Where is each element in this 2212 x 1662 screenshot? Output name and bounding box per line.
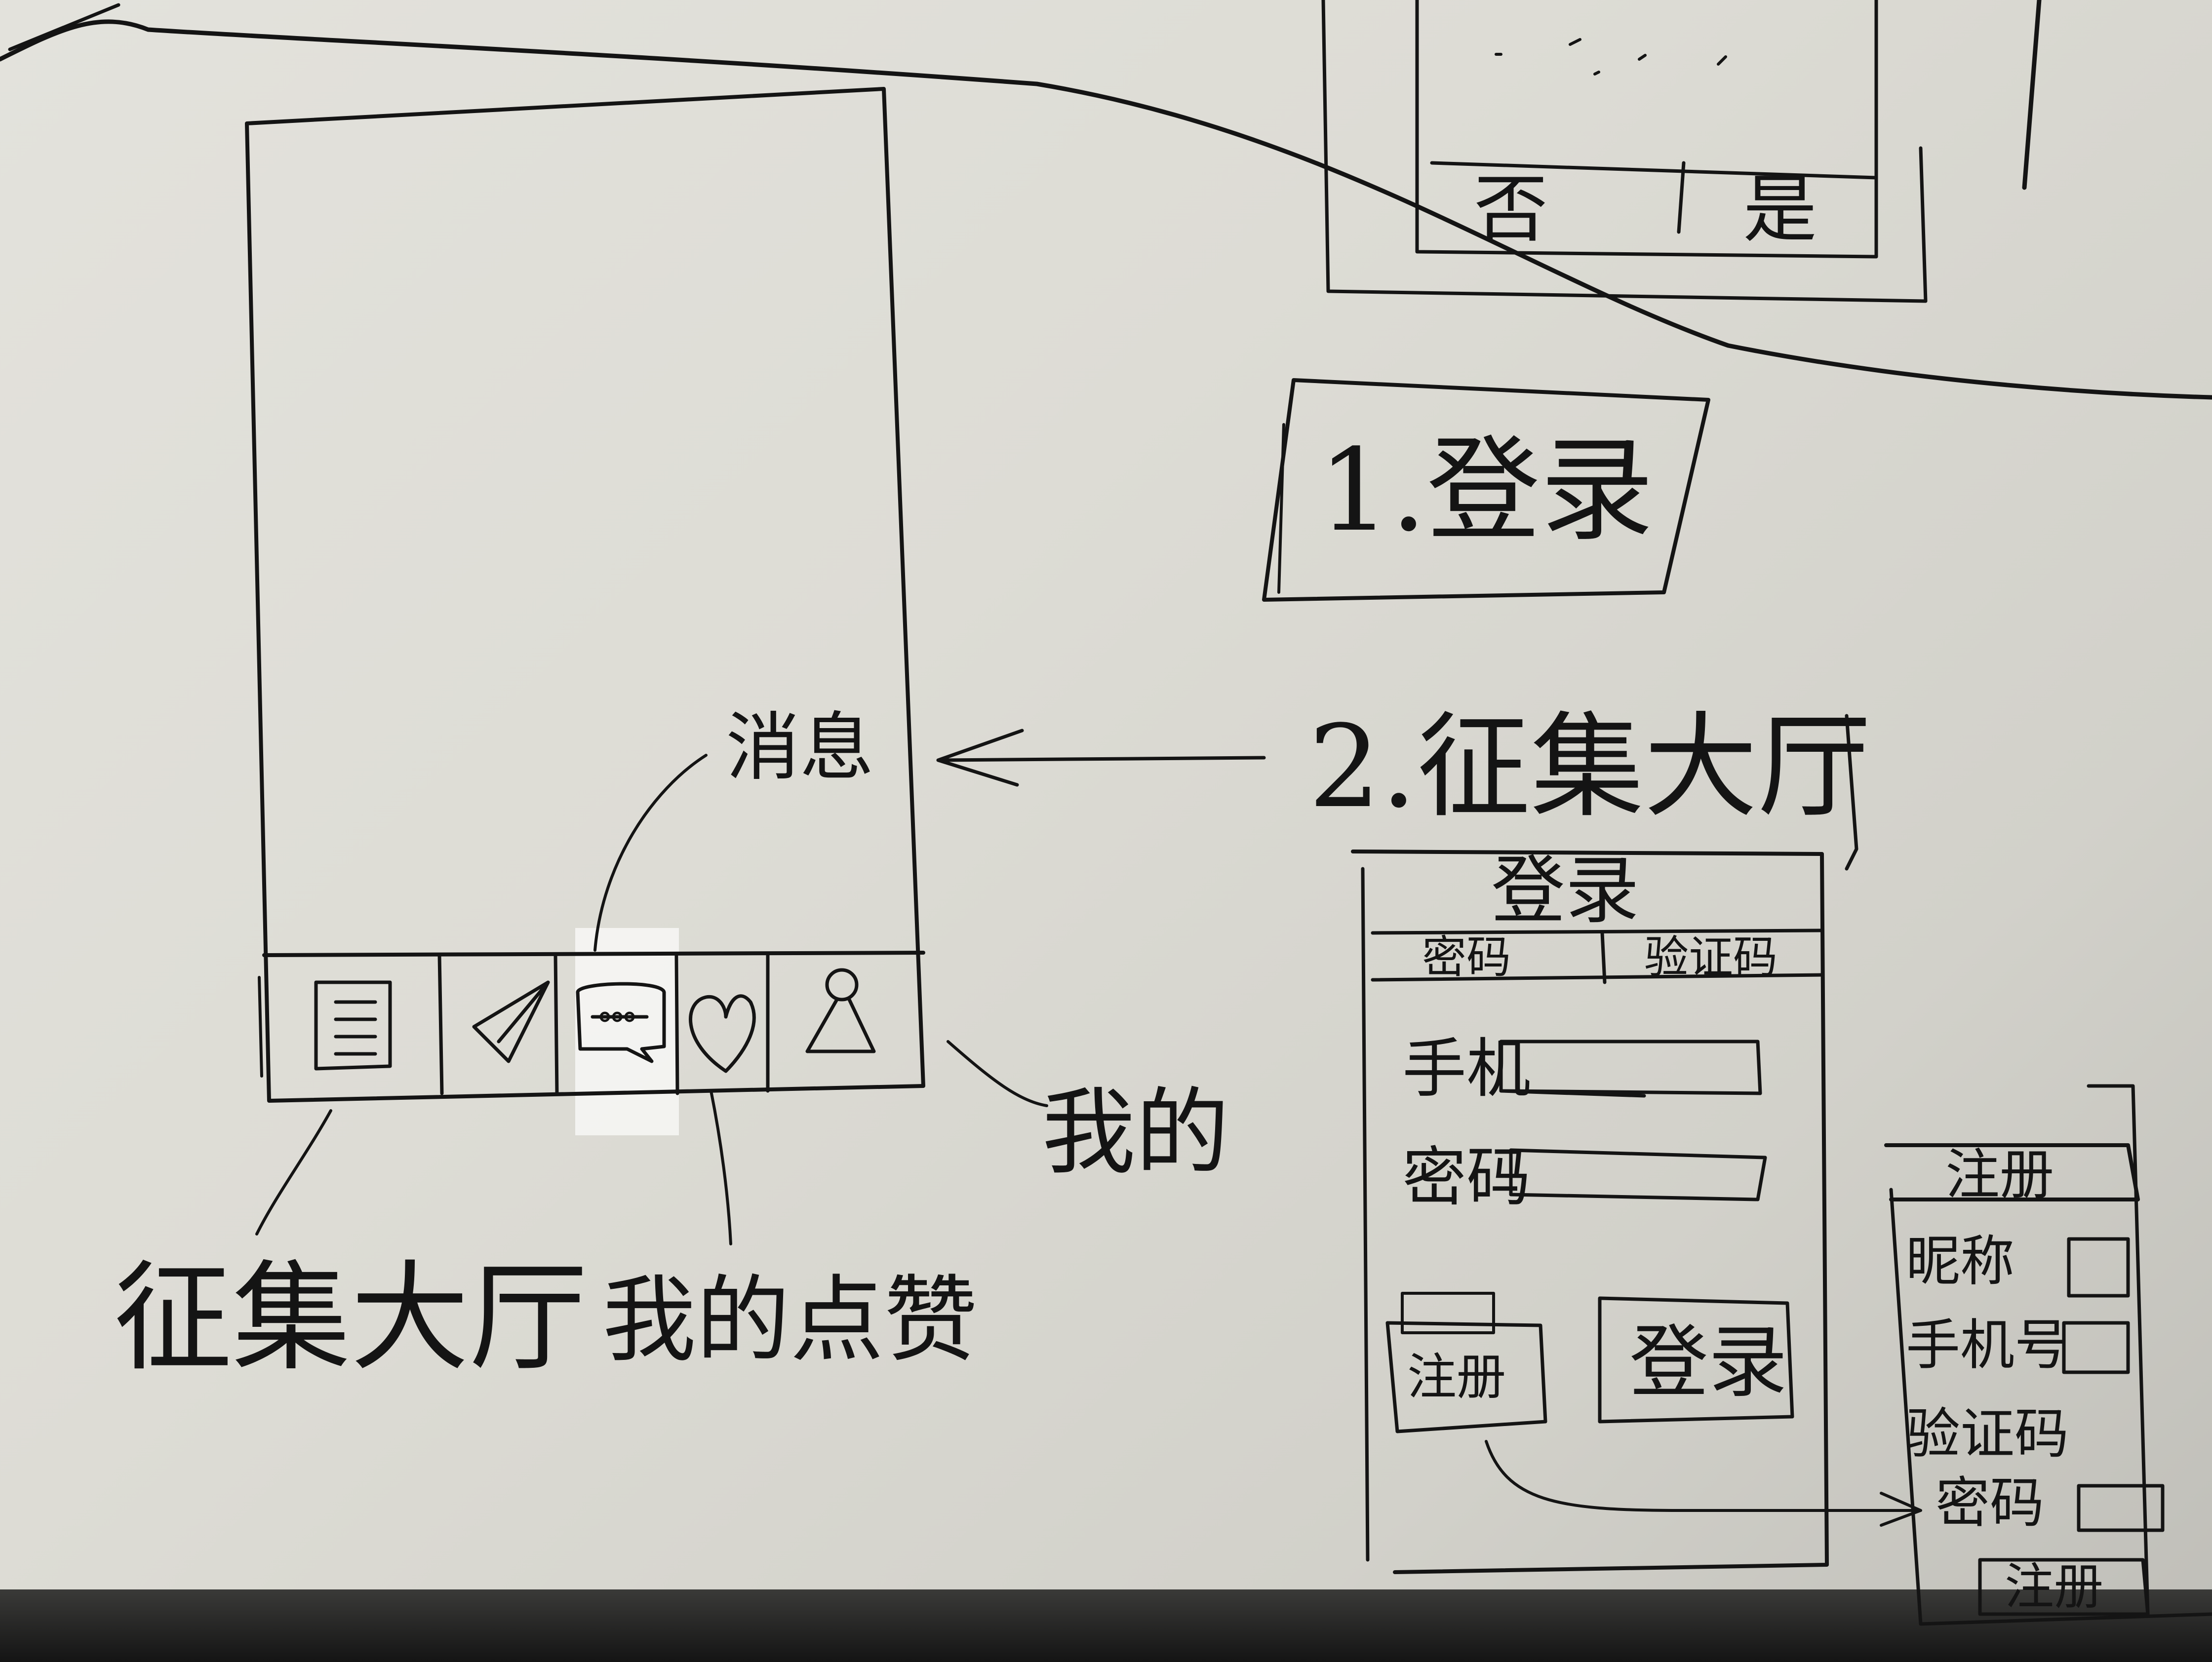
nickname-input[interactable] [2069, 1239, 2128, 1296]
login-tab-code[interactable]: 验证码 [1644, 931, 1778, 983]
paper-plane-icon [472, 980, 550, 1063]
password-field-label: 密码 [1402, 1140, 1531, 1215]
mine-leader [947, 1040, 1048, 1107]
message-leader [593, 754, 708, 952]
register-title: 注册 [1945, 1143, 2054, 1206]
tab-profile[interactable] [768, 955, 921, 1093]
login-step-box [1262, 378, 1710, 602]
tape-strip [575, 928, 679, 1135]
password-input-box [1509, 1148, 1767, 1201]
document-icon [314, 980, 392, 1071]
annotation-my-likes: 我的点赞 [602, 1266, 978, 1375]
phone-input[interactable] [1501, 1042, 1760, 1093]
top-sketch-yes: 是 [1743, 167, 1817, 253]
annotation-hall: 征集大厅 [114, 1249, 588, 1387]
login-tab-password[interactable]: 密码 [1422, 931, 1511, 983]
tab-send[interactable] [442, 955, 555, 1093]
heart-icon [689, 994, 756, 1073]
top-sketch-no: 否 [1474, 167, 1548, 253]
register-flow-arrow [1485, 1440, 1922, 1527]
tab-hall[interactable] [269, 955, 439, 1093]
nickname-label: 昵称 [1906, 1230, 2014, 1293]
diagonal-stroke [0, 19, 2212, 400]
register-password-input[interactable] [2079, 1486, 2163, 1530]
hall-arrow [936, 729, 1266, 787]
login-button[interactable]: 登录 [1629, 1316, 1788, 1408]
login-screen-frame [1351, 850, 1829, 1574]
phone-frame [245, 87, 925, 1103]
person-icon [805, 968, 876, 1053]
chat-bubble-icon [576, 982, 666, 1063]
register-screen-frame [1884, 1084, 2212, 1626]
tab-like[interactable] [677, 955, 768, 1093]
register-submit-button[interactable]: 注册 [2005, 1558, 2103, 1616]
login-button-box [1598, 1296, 1794, 1424]
annotation-message: 消息 [726, 705, 874, 791]
login-title: 登录 [1491, 848, 1640, 934]
hall-leader [255, 1109, 332, 1236]
phone-number-input[interactable] [2064, 1323, 2128, 1372]
likes-leader [710, 1089, 732, 1245]
register-password-label: 密码 [1936, 1471, 2044, 1535]
annotation-mine: 我的 [1042, 1078, 1230, 1187]
login-step-box-edge [1277, 423, 1285, 594]
top-sketch [1321, 0, 2042, 303]
register-button-box [1385, 1292, 1547, 1433]
phone-field-label: 手机 [1402, 1031, 1531, 1106]
step-login-label: 1.登录 [1318, 425, 1654, 557]
verification-code-label: 验证码 [1906, 1402, 2069, 1466]
verification-code-input[interactable] [2074, 1412, 2133, 1461]
tab-message[interactable] [557, 955, 676, 1093]
phone-input-box [1499, 1040, 1762, 1098]
register-button[interactable]: 注册 [1407, 1348, 1506, 1406]
top-left-stroke [8, 3, 120, 51]
table-surface [0, 1589, 2212, 1662]
phone-number-label: 手机号 [1906, 1314, 2069, 1377]
password-input[interactable] [1511, 1150, 1765, 1197]
step-hall-label: 2.征集大厅 [1308, 701, 1871, 833]
